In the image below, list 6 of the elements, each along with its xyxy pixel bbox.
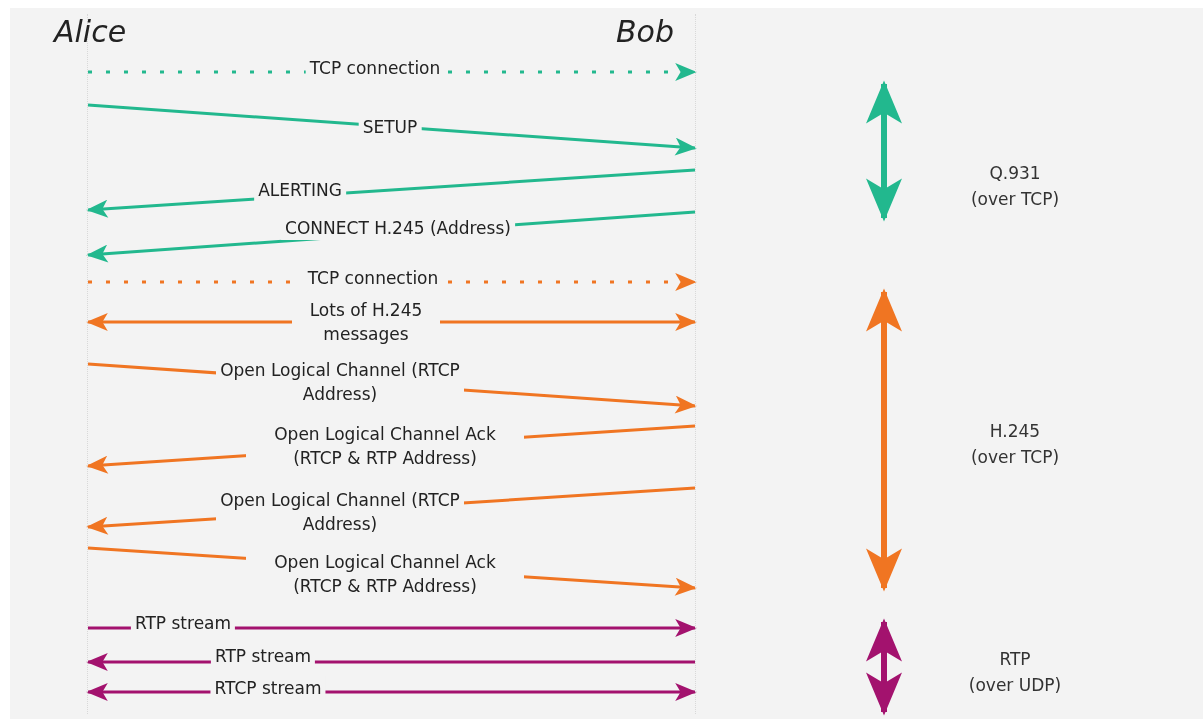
protocol-label: Q.931 (over TCP) [970,162,1060,211]
protocol-label: H.245 (over TCP) [970,420,1060,469]
participant-name: Alice [54,14,127,49]
message-arrow [87,103,697,156]
protocol-label: RTP (over UDP) [968,648,1062,697]
participant-name: Bob [616,14,674,49]
